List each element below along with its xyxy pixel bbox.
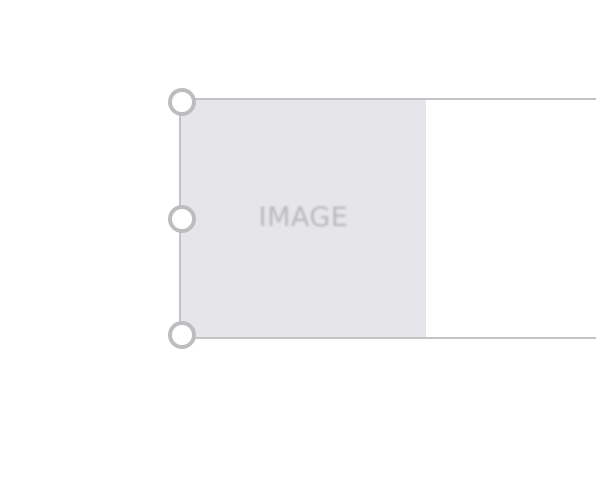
resize-handle-middle-left[interactable] xyxy=(168,205,196,233)
resize-handle-top-left[interactable] xyxy=(168,88,196,116)
image-placeholder[interactable]: IMAGE xyxy=(181,100,426,337)
resize-handle-bottom-left[interactable] xyxy=(168,321,196,349)
image-placeholder-label: IMAGE xyxy=(258,202,349,233)
selected-image-text-block[interactable]: IMAGE xyxy=(179,98,596,339)
